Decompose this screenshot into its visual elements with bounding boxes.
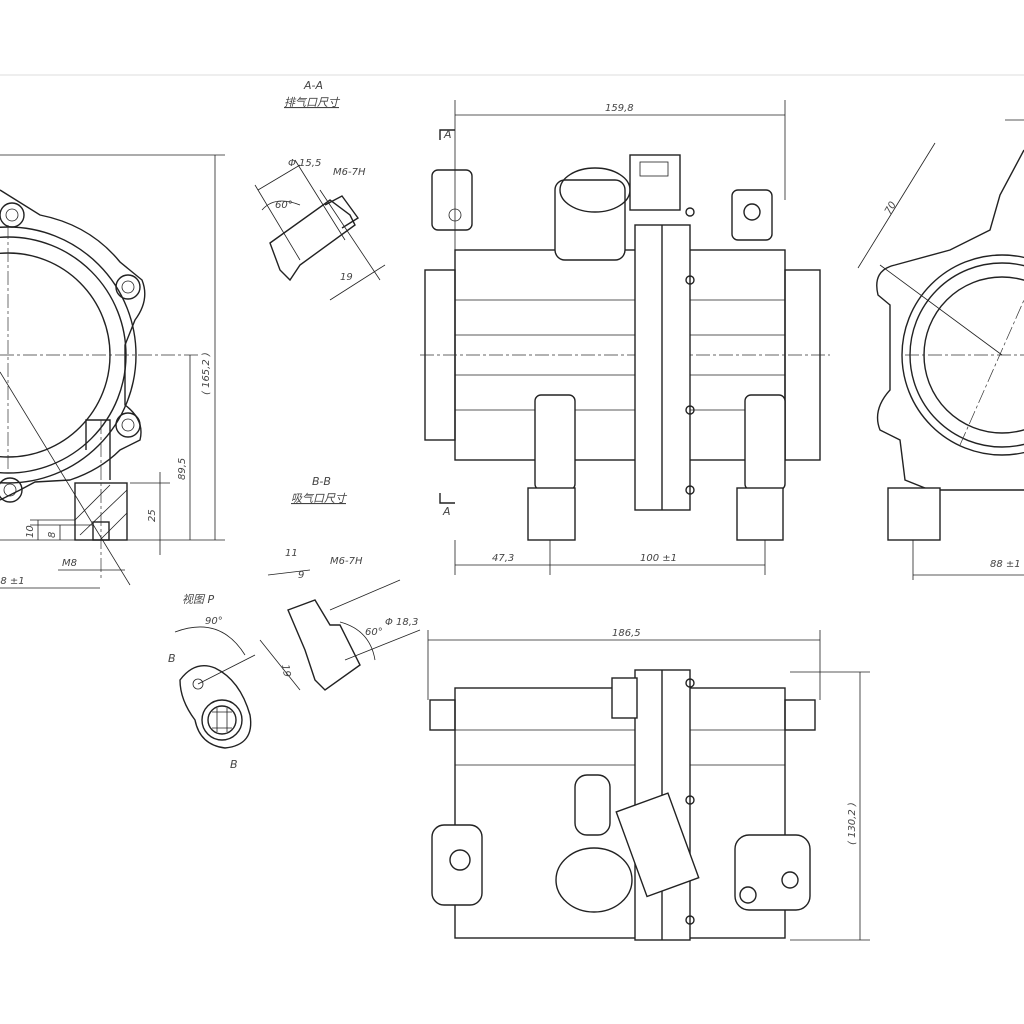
connector: [629, 154, 681, 211]
dim-10: 10: [25, 525, 36, 538]
dim-total-height: ( 165,2 ): [201, 352, 212, 395]
dim-center-height: 89,5: [177, 458, 188, 480]
discharge-port: [431, 169, 473, 231]
dim-bb-9: 9: [298, 570, 304, 581]
bolt-icon: [115, 274, 141, 300]
view-p-title: 视图 P: [182, 593, 214, 606]
dim-foot-height: 25: [147, 509, 158, 522]
dim-bb-angle: 60°: [365, 627, 383, 638]
bolt-icon: [115, 412, 141, 438]
section-aa-title: A-A: [303, 79, 323, 92]
dim-bottom-height: ( 130,2 ): [847, 802, 858, 845]
dim-bb-diameter: Φ 18,3: [385, 617, 418, 628]
view-p-marker-top: B: [168, 652, 176, 665]
section-marker-a-top: A: [443, 128, 452, 141]
section-aa-subtitle: 排气口尺寸: [284, 96, 341, 109]
dim-aa-depth: 19: [340, 272, 353, 283]
section-marker-a-bottom: A: [442, 505, 451, 518]
dim-front-left: 47,3: [492, 553, 514, 564]
dim-aa-thread: M6-7H: [333, 167, 366, 178]
dim-port-spacing: 100 ±1: [640, 553, 677, 564]
view-p-drawing: [174, 626, 256, 749]
section-aa-drawing: [254, 159, 386, 301]
bottom-view: [427, 630, 870, 941]
dim-bb-11: 11: [285, 548, 298, 559]
dim-right-width: 88 ±1: [990, 559, 1021, 570]
section-bb-title: B-B: [312, 475, 331, 488]
dim-right-70: 70: [883, 200, 899, 217]
left-end-view: [0, 154, 225, 589]
section-bb-drawing: [259, 569, 421, 691]
front-view: [420, 100, 830, 575]
view-p-marker-bottom: B: [230, 758, 238, 771]
connector-housing: [554, 179, 626, 261]
suction-port-left: [527, 487, 576, 541]
dim-view-p-angle: 90°: [205, 616, 223, 627]
dim-thread-m8: M8: [62, 558, 77, 569]
dim-left-width: 88 ±1: [0, 576, 25, 587]
section-bb-subtitle: 吸气口尺寸: [291, 492, 348, 505]
bolt-icon: [0, 202, 25, 228]
dim-bb-thread: M6-7H: [330, 556, 363, 567]
dim-front-length: 159,8: [605, 103, 634, 114]
suction-port-right: [736, 487, 784, 541]
dim-8: 8: [47, 532, 58, 538]
dim-bb-depth: 19: [279, 664, 292, 678]
dim-aa-diameter: Φ 15,5: [288, 158, 321, 169]
bolt-icon: [0, 477, 23, 503]
right-end-view: [857, 119, 1024, 580]
dim-aa-angle: 60°: [275, 200, 293, 211]
dim-bottom-length: 186,5: [612, 628, 641, 639]
